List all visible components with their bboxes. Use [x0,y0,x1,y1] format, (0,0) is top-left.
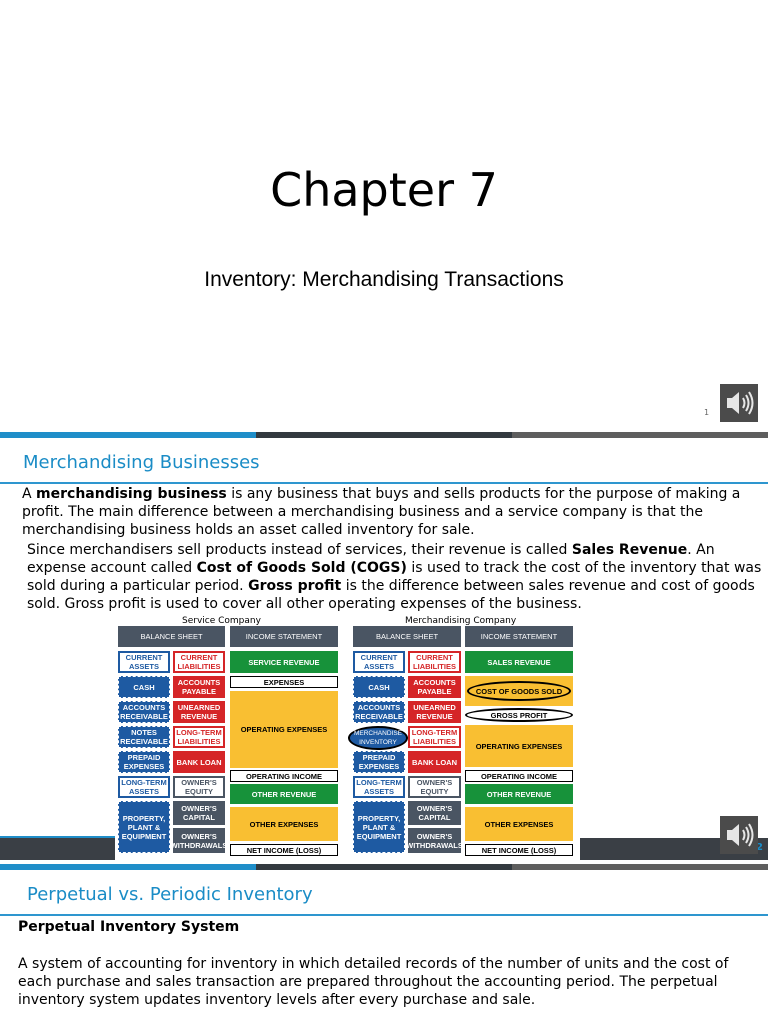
owners-equity: OWNER'S EQUITY [408,776,461,798]
unearned-revenue: UNEARNED REVENUE [173,701,225,723]
page-number: 1 [704,408,710,417]
long-term-liabilities: LONG-TERM LIABILITIES [408,726,461,748]
service-company-title: Service Company [182,616,261,626]
merchandising-company-title: Merchandising Company [405,616,517,626]
operating-income: OPERATING INCOME [230,770,338,782]
bank-loan: BANK LOAN [173,751,225,773]
slide-inventory-systems: Perpetual vs. Periodic Inventory Perpetu… [0,870,768,1024]
bank-loan: BANK LOAN [408,751,461,773]
slide-title-heading: Chapter 7 [270,163,498,217]
owners-withdrawals: OWNER'S WITHDRAWALS [406,828,463,853]
slide-subtitle: Inventory: Merchandising Transactions [204,268,564,291]
sales-revenue: SALES REVENUE [465,651,573,673]
slide-heading: Merchandising Businesses [23,452,260,473]
owners-withdrawals: OWNER'S WITHDRAWALS [171,828,227,853]
heading-rule [0,914,768,916]
unearned-revenue: UNEARNED REVENUE [408,701,461,723]
slide-title: Chapter 7 Inventory: Merchandising Trans… [0,0,768,432]
cash: CASH [118,676,170,698]
long-term-liabilities: LONG-TERM LIABILITIES [173,726,225,748]
accounting-comparison-diagram: Service Company Merchandising Company BA… [115,616,580,858]
property-plant-equipment: PROPERTY, PLANT & EQUIPMENT [353,801,405,853]
slide-subheading: Perpetual Inventory System [18,919,240,935]
net-income: NET INCOME (LOSS) [230,844,338,856]
slide-divider [0,432,768,438]
other-revenue: OTHER REVENUE [465,784,573,804]
owners-equity: OWNER'S EQUITY [173,776,225,798]
service-revenue: SERVICE REVENUE [230,651,338,673]
cash: CASH [353,676,405,698]
accounts-receivable: ACCOUNTS RECEIVABLE [118,701,170,723]
long-term-assets: LONG-TERM ASSETS [118,776,170,798]
merchandise-inventory: MERCHANDISE INVENTORY [348,726,408,750]
cost-of-goods-sold: COST OF GOODS SOLD [467,681,571,701]
accounts-payable: ACCOUNTS PAYABLE [408,676,461,698]
slide-divider [0,864,768,870]
prepaid-expenses: PREPAID EXPENSES [118,751,170,773]
page-number: 2 [756,842,763,853]
operating-income: OPERATING INCOME [465,770,573,782]
current-liabilities: CURRENT LIABILITIES [408,651,461,673]
cogs-block: COST OF GOODS SOLD [465,676,573,706]
notes-receivable: NOTES RECEIVABLE [118,726,170,748]
owners-capital: OWNER'S CAPITAL [173,801,225,825]
current-assets: CURRENT ASSETS [118,651,170,673]
other-expenses: OTHER EXPENSES [465,807,573,841]
owners-capital: OWNER'S CAPITAL [408,801,461,825]
other-expenses: OTHER EXPENSES [230,807,338,841]
speaker-icon[interactable] [720,384,758,422]
balance-sheet-header: BALANCE SHEET [353,626,461,647]
accounts-payable: ACCOUNTS PAYABLE [173,676,225,698]
current-assets: CURRENT ASSETS [353,651,405,673]
net-income: NET INCOME (LOSS) [465,844,573,856]
expenses: EXPENSES [230,676,338,688]
balance-sheet-header: BALANCE SHEET [118,626,225,647]
speaker-icon[interactable] [720,816,758,854]
paragraph-sales-revenue: Since merchandisers sell products instea… [27,542,762,612]
income-statement-header: INCOME STATEMENT [465,626,573,647]
footer-band [0,838,115,860]
long-term-assets: LONG-TERM ASSETS [353,776,405,798]
other-revenue: OTHER REVENUE [230,784,338,804]
prepaid-expenses: PREPAID EXPENSES [353,751,405,773]
paragraph-definition: A merchandising business is any business… [22,486,741,538]
gross-profit: GROSS PROFIT [465,708,573,722]
slide-heading: Perpetual vs. Periodic Inventory [27,884,313,905]
slide-merchandising: Merchandising Businesses A merchandising… [0,438,768,864]
footer-accent [0,836,115,838]
current-liabilities: CURRENT LIABILITIES [173,651,225,673]
accounts-receivable: ACCOUNTS RECEIVABLE [353,701,405,723]
income-statement-header: INCOME STATEMENT [230,626,338,647]
property-plant-equipment: PROPERTY, PLANT & EQUIPMENT [118,801,170,853]
paragraph-perpetual: A system of accounting for inventory in … [18,956,729,1008]
operating-expenses: OPERATING EXPENSES [230,691,338,768]
heading-rule [0,482,768,484]
operating-expenses: OPERATING EXPENSES [465,725,573,767]
